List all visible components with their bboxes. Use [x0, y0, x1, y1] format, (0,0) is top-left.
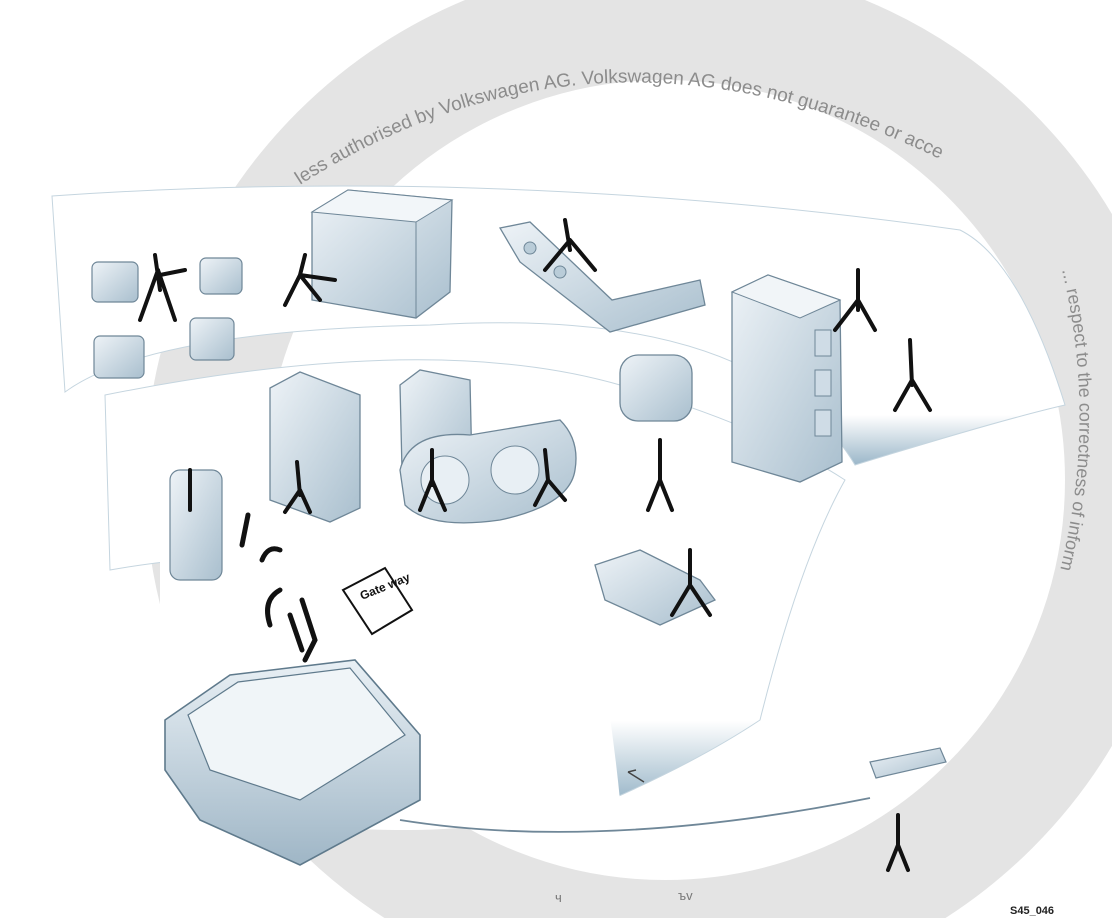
radio-unit-device: [312, 190, 452, 318]
control-unit-box-device: [732, 275, 842, 482]
stray-glyph-2: ъv: [678, 888, 693, 903]
steering-column-module-device: [170, 470, 222, 580]
stray-glyph-1: ч: [555, 890, 562, 905]
figure-code: S45_046: [1010, 905, 1054, 917]
diagnostic-connector: [870, 748, 946, 778]
engine-control-unit-device: [270, 372, 360, 522]
abs-unit-device: [620, 355, 692, 421]
